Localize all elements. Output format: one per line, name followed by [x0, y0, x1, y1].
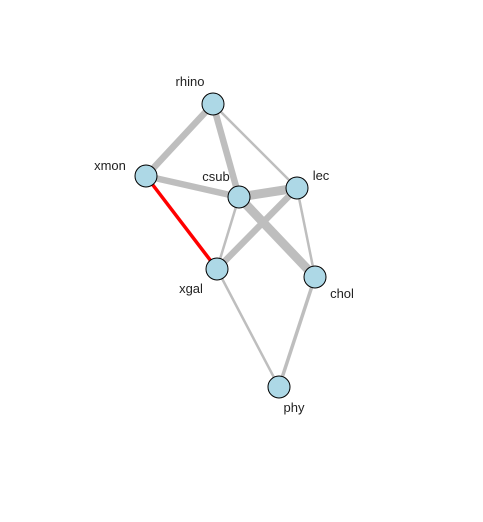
- edge-xmon-csub: [145, 172, 240, 201]
- edge-csub-chol: [235, 193, 319, 281]
- edge-rhino-csub: [209, 103, 243, 198]
- node-layer: [134, 92, 327, 399]
- edge-xmon-xgal: [144, 174, 219, 271]
- edge-chol-phy: [277, 276, 317, 388]
- node-csub: [227, 185, 251, 209]
- edge-layer: [143, 101, 319, 388]
- edge-csub-xgal: [215, 196, 241, 270]
- node-label-xgal: xgal: [179, 281, 203, 296]
- node-label-xmon: xmon: [94, 158, 126, 173]
- node-phy: [267, 375, 291, 399]
- node-rhino: [201, 92, 225, 116]
- node-lec: [285, 176, 309, 200]
- node-label-lec: lec: [313, 168, 330, 183]
- edge-rhino-lec: [212, 103, 298, 189]
- edge-rhino-xmon: [143, 101, 216, 179]
- node-label-chol: chol: [330, 286, 354, 301]
- node-chol: [303, 265, 327, 289]
- label-layer: rhino xmon csub lec xgal chol phy: [94, 74, 354, 415]
- node-label-rhino: rhino: [176, 74, 205, 89]
- node-label-csub: csub: [202, 169, 229, 184]
- edge-lec-chol: [295, 187, 317, 278]
- edge-xgal-phy: [215, 268, 281, 388]
- node-xgal: [205, 257, 229, 281]
- edge-lec-xgal: [214, 185, 300, 272]
- node-label-phy: phy: [284, 400, 305, 415]
- node-xmon: [134, 164, 158, 188]
